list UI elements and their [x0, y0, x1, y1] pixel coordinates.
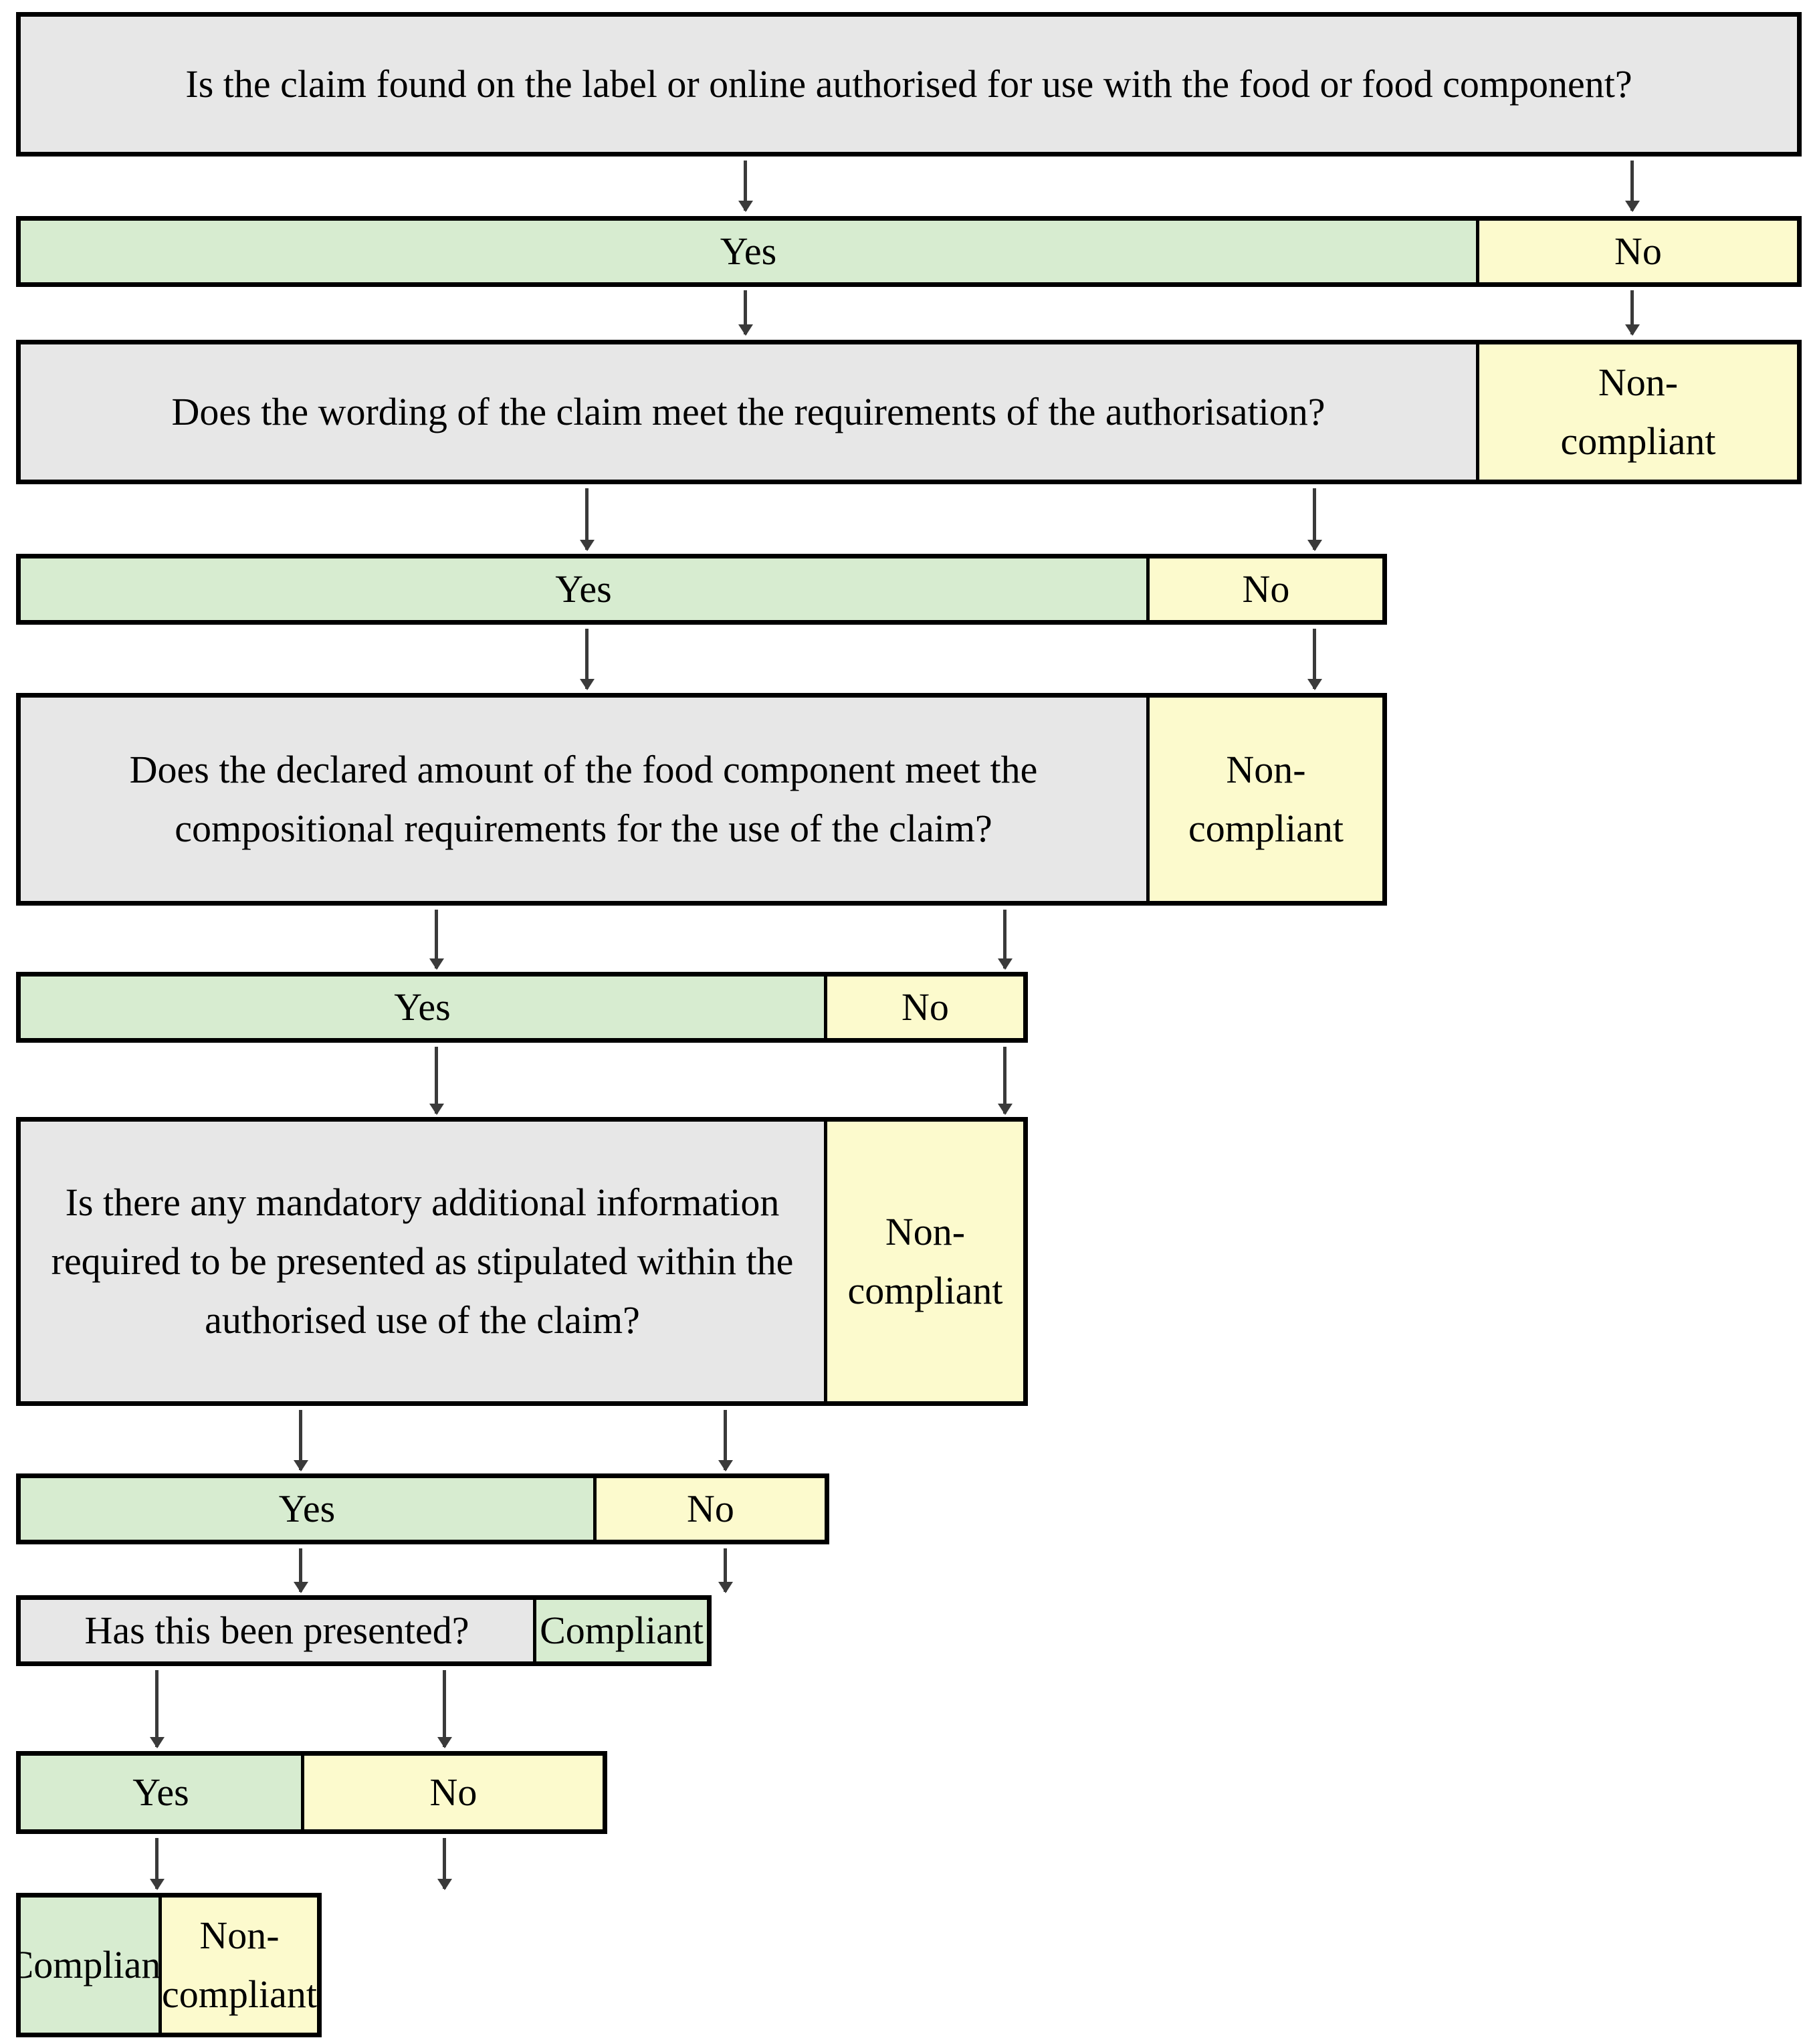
arrow-yes5-to-compliant2-icon	[155, 1838, 158, 1889]
question-4[interactable]: Is there any mandatory additional inform…	[21, 1122, 824, 1401]
arrow-q3-to-yes3-icon	[435, 910, 438, 968]
arrow-yes3-to-q4-icon	[435, 1047, 438, 1114]
flow-row-q1: Is the claim found on the label or onlin…	[16, 12, 1802, 157]
branch-2-yes[interactable]: Yes	[21, 558, 1146, 620]
arrow-q5-to-no5-icon	[443, 1670, 446, 1747]
branch-5-no[interactable]: No	[301, 1756, 603, 1829]
arrow-no5-to-noncompliant4-icon	[443, 1838, 446, 1889]
outcome-noncompliant-1[interactable]: Non- compliant	[1476, 344, 1797, 480]
outcome-noncompliant-4[interactable]: Non- compliant	[158, 1898, 317, 2033]
question-1[interactable]: Is the claim found on the label or onlin…	[21, 17, 1797, 152]
branch-3-yes[interactable]: Yes	[21, 977, 824, 1038]
branch-5-yes[interactable]: Yes	[21, 1756, 301, 1829]
arrow-q5-to-yes5-icon	[155, 1670, 158, 1747]
arrow-q4-to-no4-icon	[724, 1410, 727, 1470]
outcome-compliant-2[interactable]: Compliant	[21, 1898, 158, 2033]
arrow-q4-to-yes4-icon	[299, 1410, 302, 1470]
outcome-noncompliant-2[interactable]: Non- compliant	[1146, 698, 1382, 901]
question-5[interactable]: Has this been presented?	[21, 1600, 533, 1661]
question-2[interactable]: Does the wording of the claim meet the r…	[21, 344, 1476, 480]
outcome-compliant-1[interactable]: Compliant	[533, 1600, 707, 1661]
question-3[interactable]: Does the declared amount of the food com…	[21, 698, 1146, 901]
flow-row-q5: Has this been presented?Compliant	[16, 1595, 712, 1666]
arrow-no3-to-noncompliant3-icon	[1003, 1047, 1006, 1114]
arrow-no4-to-compliant1-icon	[724, 1548, 727, 1592]
arrow-q1-to-yes-icon	[744, 161, 747, 211]
flow-row-q3: Does the declared amount of the food com…	[16, 693, 1387, 906]
branch-1-no[interactable]: No	[1476, 221, 1797, 282]
branch-1-yes[interactable]: Yes	[21, 221, 1476, 282]
outcome-noncompliant-3[interactable]: Non- compliant	[824, 1122, 1023, 1401]
arrow-q1-to-no-icon	[1630, 161, 1634, 211]
arrow-yes4-to-q5-icon	[299, 1548, 302, 1592]
branch-3-no[interactable]: No	[824, 977, 1023, 1038]
arrow-yes2-to-q3-icon	[585, 629, 589, 689]
branch-2-no[interactable]: No	[1146, 558, 1382, 620]
arrow-no2-to-noncompliant2-icon	[1313, 629, 1316, 689]
arrow-yes1-to-q2-icon	[744, 290, 747, 334]
arrow-no1-to-noncompliant1-icon	[1630, 290, 1634, 334]
flow-row-outcomes: CompliantNon- compliant	[16, 1893, 322, 2037]
arrow-q3-to-no3-icon	[1003, 910, 1006, 968]
arrow-q2-to-yes2-icon	[585, 488, 589, 550]
branch-4-yes[interactable]: Yes	[21, 1478, 593, 1540]
arrow-q2-to-no2-icon	[1313, 488, 1316, 550]
flow-row-q2: Does the wording of the claim meet the r…	[16, 340, 1802, 484]
flow-row-q4: Is there any mandatory additional inform…	[16, 1117, 1028, 1406]
branch-4-no[interactable]: No	[593, 1478, 825, 1540]
